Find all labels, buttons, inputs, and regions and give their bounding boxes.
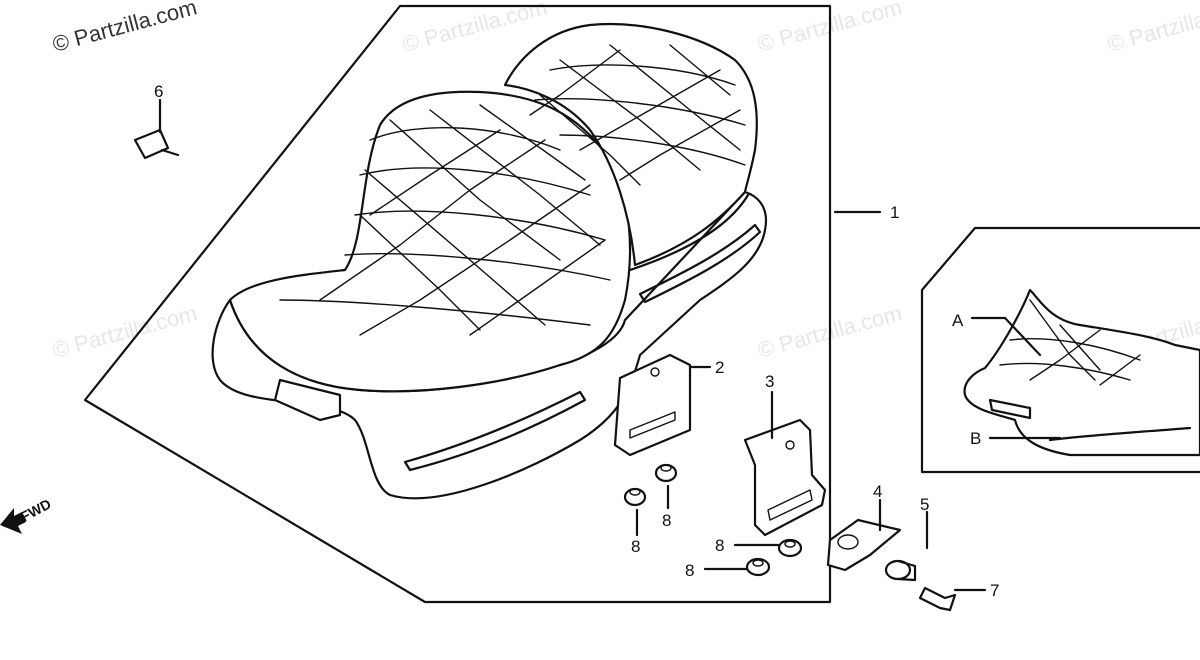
- part-8-grommet: [623, 487, 647, 537]
- leader-line: [1003, 316, 1042, 357]
- callout-8: 8: [715, 536, 724, 555]
- fwd-arrow-icon: [0, 508, 26, 534]
- assembly-boundary: [83, 4, 832, 604]
- rider-seat-top: [228, 90, 632, 393]
- detail-inset: A B: [920, 226, 1200, 474]
- inset-trim: [1048, 426, 1192, 442]
- inset-boundary: [920, 226, 1200, 474]
- fwd-direction-marker: FWD: [0, 496, 54, 534]
- part-4-clip: [826, 518, 902, 572]
- part-6-bolt: [133, 128, 180, 160]
- watermark-main: © Partzilla.com: [50, 0, 200, 57]
- part-8-grommet: [745, 557, 771, 577]
- fwd-label: FWD: [18, 496, 54, 525]
- watermark-text: © Partzilla.com: [1105, 0, 1200, 57]
- callout-8: 8: [662, 511, 671, 530]
- inset-label-b: B: [970, 429, 981, 448]
- passenger-quilting: [529, 44, 746, 186]
- callout-3: 3: [765, 372, 774, 391]
- inset-label-a: A: [952, 311, 964, 330]
- watermark-text: © Partzilla.com: [50, 300, 200, 363]
- part-8-grommet: [777, 538, 803, 558]
- part-7-screw: [918, 586, 957, 612]
- callout-5: 5: [920, 495, 929, 514]
- inset-seat-section: [963, 288, 1200, 457]
- callout-4: 4: [873, 482, 882, 501]
- callout-8: 8: [685, 561, 694, 580]
- seat-seam: [628, 193, 750, 272]
- trim-strip: [638, 223, 762, 304]
- callout-6: 6: [154, 82, 163, 101]
- callout-8: 8: [631, 537, 640, 556]
- callout-1: 1: [890, 203, 899, 222]
- part-8-grommet: [654, 463, 678, 510]
- callout-2: 2: [715, 358, 724, 377]
- inset-hook-tab: [988, 398, 1032, 420]
- part-5-grommet: [884, 559, 917, 582]
- watermark-text: © Partzilla.com: [400, 0, 550, 57]
- seat-assembly: [211, 22, 768, 500]
- trim-strip: [403, 390, 587, 472]
- part-2-bracket: [613, 353, 692, 457]
- seat-hook-tab: [273, 378, 342, 422]
- part-3-bracket: [743, 418, 827, 537]
- inset-quilting: [999, 299, 1141, 386]
- rider-quilting: [279, 104, 611, 336]
- callout-7: 7: [990, 581, 999, 600]
